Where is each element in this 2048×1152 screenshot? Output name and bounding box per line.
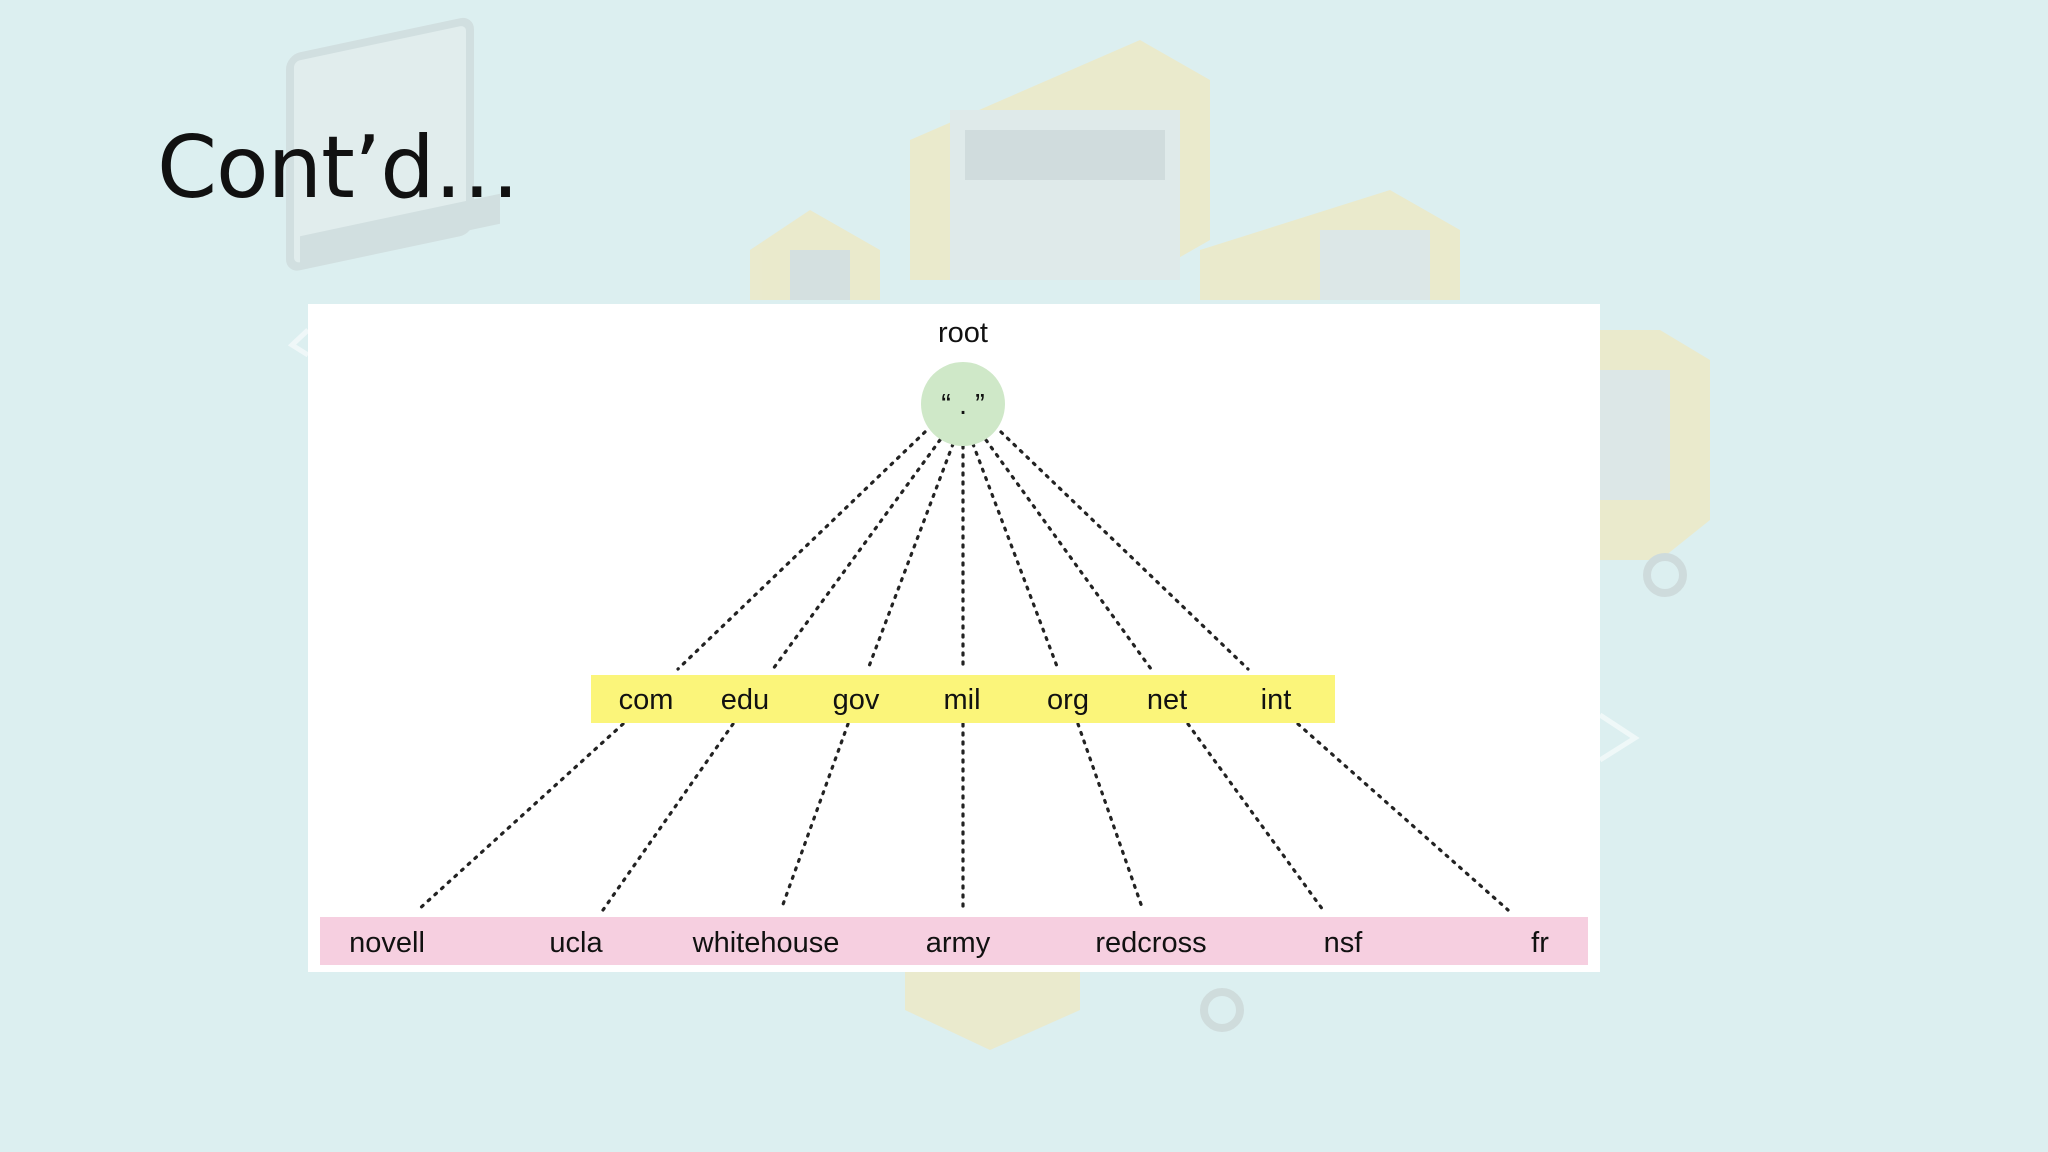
edge-gov-whitehouse (779, 722, 850, 912)
root-edges (676, 430, 1250, 671)
tld-label-edu: edu (721, 684, 769, 716)
second-level-label-nsf: nsf (1324, 927, 1364, 959)
edge-edu-ucla (601, 722, 735, 912)
server-hexagon-icon (905, 972, 1244, 1050)
server-hexagon-icon (910, 40, 1210, 280)
server-hexagon-icon (1200, 190, 1460, 300)
leaf-edges (416, 722, 1510, 912)
edge-root-com (676, 430, 927, 671)
computer-monitor-icon (286, 17, 500, 271)
second-level-labels: novell ucla whitehouse army redcross nsf fr (349, 927, 1549, 959)
second-level-label-novell: novell (349, 927, 425, 959)
edge-root-int (999, 430, 1250, 671)
tld-label-int: int (1261, 684, 1292, 716)
edge-root-edu (771, 438, 942, 671)
tld-label-com: com (619, 684, 674, 716)
tld-label-gov: gov (833, 684, 880, 716)
edge-int-fr (1296, 722, 1510, 912)
second-level-label-ucla: ucla (549, 927, 603, 959)
edge-org-redcross (1076, 722, 1145, 912)
edge-root-net (984, 438, 1153, 671)
tld-labels: com edu gov mil org net int (619, 684, 1292, 716)
server-hexagon-icon (1600, 330, 1710, 597)
tld-label-mil: mil (943, 684, 980, 716)
second-level-label-whitehouse: whitehouse (692, 927, 840, 959)
slide-title: Cont’d… (157, 118, 520, 218)
tld-label-net: net (1147, 684, 1187, 716)
tld-label-org: org (1047, 684, 1089, 716)
edge-root-gov (866, 442, 955, 671)
server-hexagon-icon (750, 210, 880, 300)
edge-root-org (971, 442, 1060, 671)
dns-tree-svg: root “ . ” com edu gov mil org net int novell u… (320, 317, 1588, 965)
second-level-label-redcross: redcross (1095, 927, 1206, 959)
root-node (921, 362, 1005, 446)
edge-com-novell (416, 722, 625, 912)
edge-net-nsf (1186, 722, 1325, 912)
second-level-band (320, 917, 1588, 965)
dns-tree-diagram: root “ . ” com edu gov mil org net int novell u… (308, 304, 1600, 972)
second-level-label-army: army (926, 927, 991, 959)
root-node-text: “ . ” (941, 389, 985, 421)
second-level-label-fr: fr (1531, 927, 1549, 959)
tld-band (591, 675, 1335, 723)
root-label: root (938, 317, 988, 349)
